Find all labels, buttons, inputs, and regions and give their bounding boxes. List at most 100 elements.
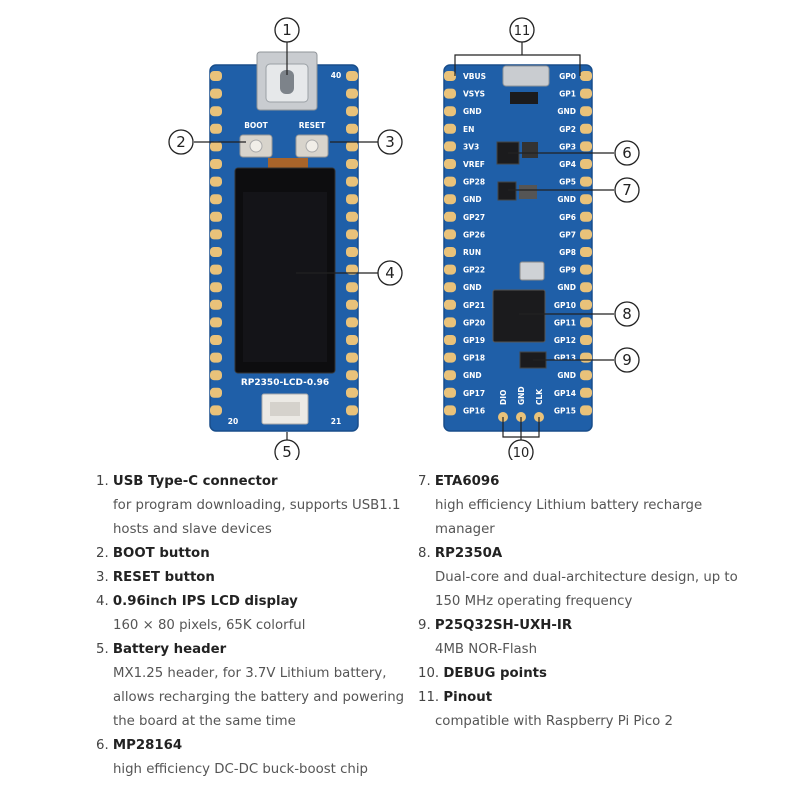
back-labels-right: GP0GP1GNDGP2GP3GP4GP5GNDGP6GP7GP8GP9GNDG… [554, 72, 576, 415]
eta6096-chip [497, 181, 517, 201]
front-pin-pad [346, 282, 358, 293]
front-pin-pad [210, 405, 222, 416]
pin-label: GP5 [559, 178, 576, 187]
pin-label: GND [463, 107, 482, 116]
model-label: RP2350-LCD-0.96 [241, 378, 329, 388]
pin-label: GP14 [554, 389, 576, 398]
front-pin-pad [346, 106, 358, 117]
back-pin-pad [580, 123, 592, 134]
back-component [510, 92, 538, 104]
back-pin-pad [444, 282, 456, 293]
pin-label: GP13 [554, 354, 576, 363]
legend-item-2: 2. BOOT button [96, 546, 210, 561]
back-pin-pad [580, 194, 592, 205]
svg-text:8: 8 [622, 305, 632, 323]
crystal [519, 261, 545, 281]
usb-c-connector [256, 51, 318, 111]
callout-8: 8 [614, 301, 640, 327]
lcd-display [234, 167, 336, 374]
back-pin-pad [444, 194, 456, 205]
callout-7: 7 [614, 177, 640, 203]
back-pcb [443, 64, 593, 432]
back-pin-pad [444, 317, 456, 328]
back-pin-pad [444, 159, 456, 169]
debug-label-clk: CLK [535, 388, 544, 405]
front-pin-pad [210, 159, 222, 169]
front-pin-pad [210, 88, 222, 99]
front-pin-pad [210, 352, 222, 363]
pin-label: GND [463, 195, 482, 204]
front-pin-pad [210, 299, 222, 310]
pin-label: GND [557, 107, 576, 116]
front-pin-pad [346, 264, 358, 275]
back-pin-pad [444, 264, 456, 275]
svg-text:4: 4 [385, 264, 395, 282]
front-pin-pad [346, 317, 358, 328]
boot-button [239, 134, 273, 158]
front-pin-pad [346, 176, 358, 187]
back-pin-pad [580, 299, 592, 310]
front-pin-pad [210, 317, 222, 328]
pin-label: GND [557, 283, 576, 292]
callout-2: 2 [168, 129, 194, 155]
front-pin-pad [346, 247, 358, 257]
reset-label: RESET [299, 121, 326, 130]
pin-label: GP12 [554, 336, 576, 345]
front-pin-pad [210, 247, 222, 257]
front-pads-left [210, 71, 222, 416]
front-pads-right [346, 71, 358, 416]
svg-text:9: 9 [622, 351, 632, 369]
svg-text:7: 7 [622, 181, 632, 199]
pin-label: 3V3 [463, 142, 479, 151]
pin-label: GP11 [554, 318, 576, 327]
front-pin-pad [210, 370, 222, 381]
back-pin-pad [580, 352, 592, 363]
svg-text:5: 5 [282, 443, 292, 460]
pin-label: GP17 [463, 389, 485, 398]
back-pin-pad [580, 317, 592, 328]
front-pin-pad [346, 71, 358, 81]
pin-label: GP9 [559, 266, 576, 275]
callout-11: 11 [509, 17, 535, 43]
svg-text:1: 1 [282, 21, 292, 39]
pin-label: GP26 [463, 230, 485, 239]
front-pin-pad [346, 194, 358, 205]
reset-button [295, 134, 329, 158]
callout-4: 4 [377, 260, 403, 286]
battery-header [261, 393, 309, 425]
back-pads-left [444, 71, 456, 416]
front-pin-pad [210, 282, 222, 293]
front-pin-pad [346, 159, 358, 169]
board-diagram: BOOT RESET RP2350-LCD-0.96 40 20 21 VBUS… [168, 17, 640, 460]
pin-label: GP4 [559, 160, 576, 169]
pin-label: VREF [463, 160, 485, 169]
pin-label: GP6 [559, 213, 576, 222]
back-pin-pad [444, 211, 456, 222]
back-pin-pad [444, 71, 456, 81]
callout-lines [194, 42, 614, 442]
back-pin-pad [444, 247, 456, 257]
pin-label: GP18 [463, 354, 485, 363]
pin-label: GP3 [559, 142, 576, 151]
debug-label-dio: DIO [499, 390, 508, 405]
pin-label: EN [463, 125, 474, 134]
back-pin-pad [580, 247, 592, 257]
pin-label: GP20 [463, 318, 485, 327]
back-pin-pad [580, 88, 592, 99]
back-pin-pad [580, 71, 592, 81]
back-pin-pad [444, 335, 456, 345]
back-pin-pad [444, 370, 456, 381]
debug-label-gnd: GND [517, 386, 526, 405]
back-pin-pad [444, 123, 456, 134]
pin-label: GND [557, 195, 576, 204]
front-pin-pad [346, 352, 358, 363]
pin-label: GP16 [463, 406, 485, 415]
front-pin-pad [210, 106, 222, 117]
pin-21-label: 21 [331, 417, 341, 426]
front-pin-pad [346, 387, 358, 398]
back-pin-pad [444, 229, 456, 240]
